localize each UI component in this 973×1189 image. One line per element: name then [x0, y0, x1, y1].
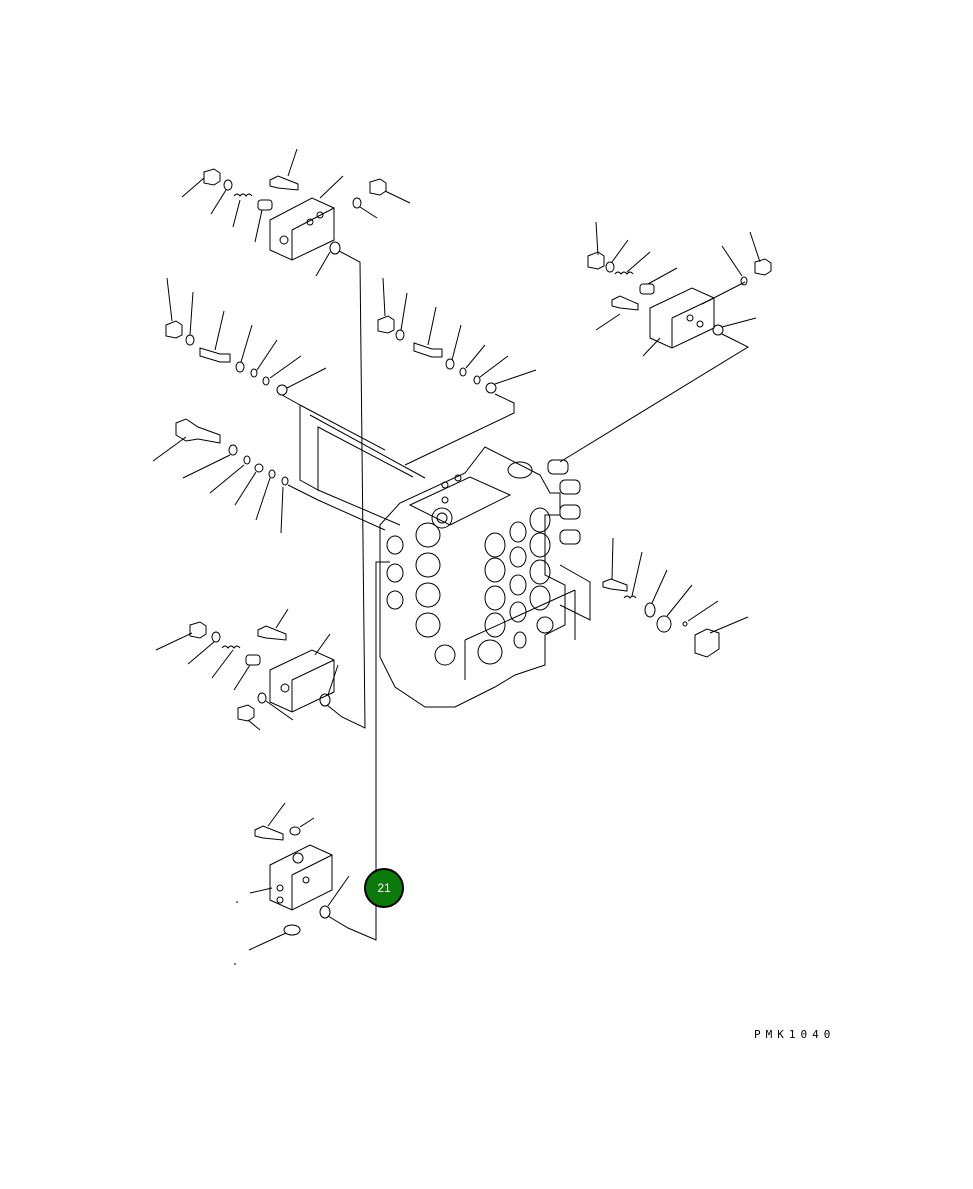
bottom-block	[269, 844, 333, 911]
top-right-valve-block-group	[559, 221, 772, 463]
lower-left-block	[269, 649, 335, 713]
callout-21-label: 21	[377, 881, 391, 895]
top-left-valve-block-group	[181, 148, 411, 729]
drawing-code-label: PMK1040	[754, 1028, 836, 1041]
lower-left-valve-block-group	[155, 608, 339, 731]
main-control-valve-body	[379, 446, 581, 708]
center-spool-parts-upper	[377, 277, 537, 394]
left-spool-parts-mid	[152, 418, 386, 534]
leader-lines-upper	[281, 393, 515, 526]
callout-21-badge[interactable]: 21	[364, 868, 404, 908]
top-right-block	[649, 287, 715, 349]
right-side-parts	[559, 537, 749, 658]
bottom-valve-block-group	[234, 561, 390, 965]
left-spool-parts-upper	[165, 277, 327, 396]
top-left-block	[269, 197, 335, 261]
